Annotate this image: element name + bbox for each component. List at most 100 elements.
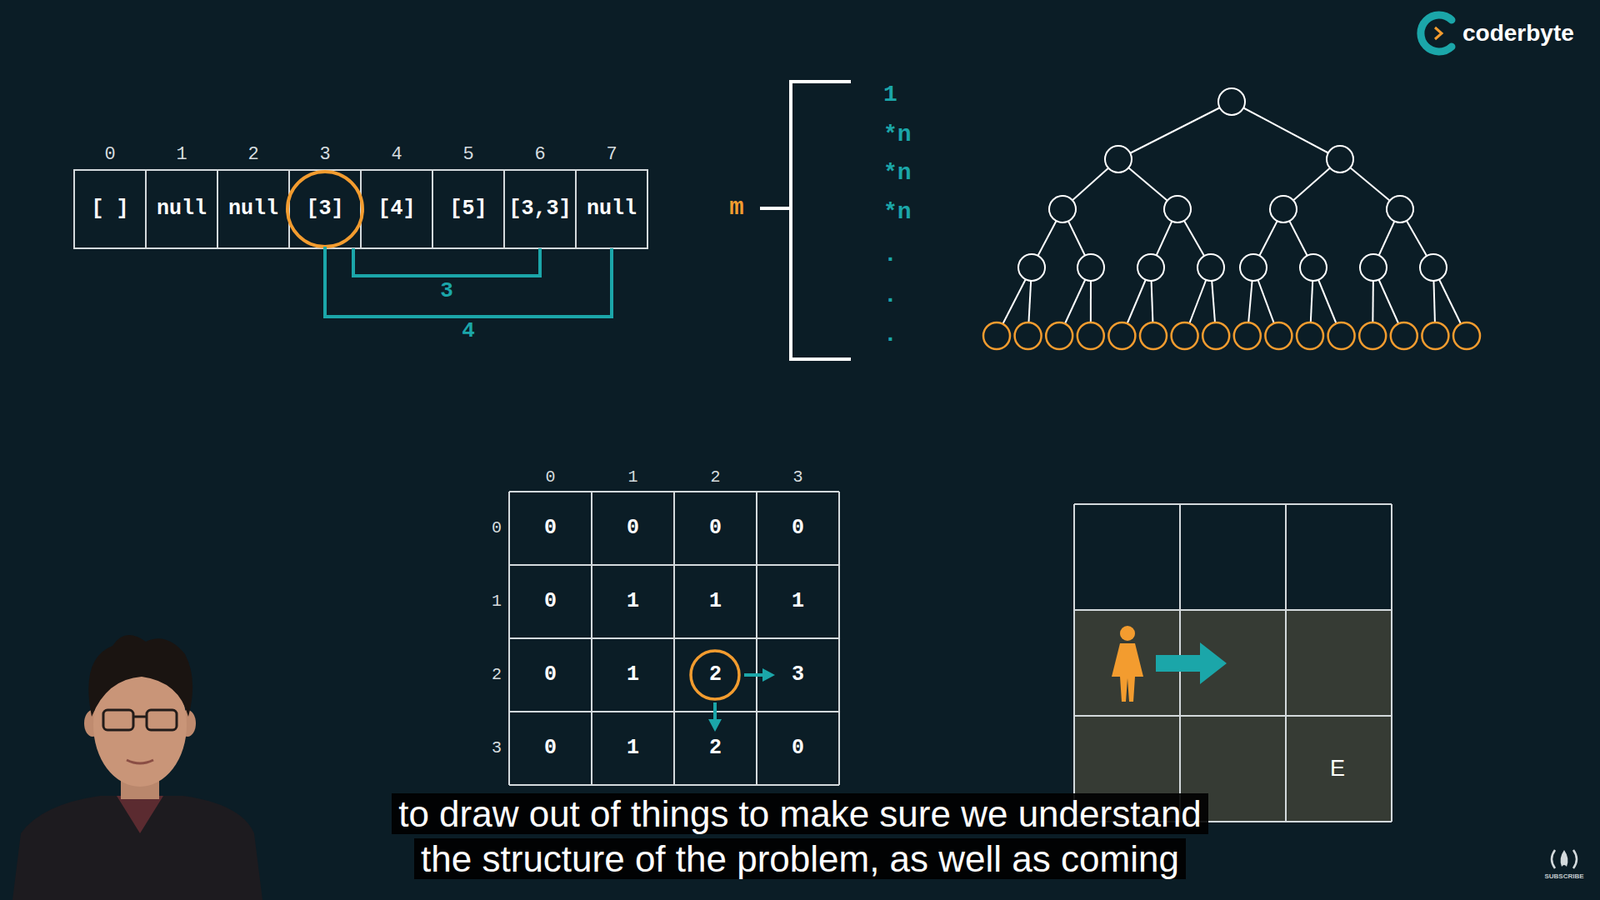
array-cell: null — [156, 197, 207, 221]
subtitle-bar: to draw out of things to make sure we un… — [383, 791, 1217, 882]
channel-logo — [1573, 850, 1577, 869]
array-cell: [3] — [305, 197, 344, 221]
leaf-node — [1108, 322, 1135, 350]
channel-logo — [1560, 850, 1569, 867]
table-cell: 0 — [544, 516, 557, 540]
brand-name: coderbyte — [1462, 20, 1575, 47]
index-number: 2 — [247, 145, 259, 165]
table-cell: 1 — [709, 590, 722, 614]
index-number: 4 — [390, 145, 402, 165]
table-cell: 2 — [709, 736, 722, 760]
presenter-hair — [88, 635, 193, 717]
highlight-circle — [287, 171, 363, 247]
table-cell: 0 — [626, 516, 640, 540]
tree-node — [1077, 254, 1105, 281]
leaf-node — [1359, 322, 1386, 350]
leaf-node — [1202, 322, 1230, 350]
array-cell-border — [360, 170, 433, 249]
leaf-node — [1015, 322, 1042, 350]
table-cell: 1 — [626, 590, 640, 614]
array-cell-border — [432, 170, 505, 249]
array-cell: [5] — [449, 197, 487, 221]
grid-line — [838, 491, 840, 785]
array-cell-border — [575, 170, 648, 249]
tree-edge — [1118, 101, 1232, 160]
leaf-node — [983, 322, 1010, 350]
table-cell: 1 — [791, 590, 805, 614]
variable-name: m — [729, 195, 744, 222]
table-cell: 0 — [791, 516, 805, 540]
distance-number: 4 — [461, 319, 475, 344]
index-number: 6 — [534, 145, 545, 165]
leaf-node — [1045, 322, 1073, 350]
presenter-jacket — [12, 795, 263, 900]
subtitle-text: to draw out of things to make sure we un… — [391, 793, 1209, 880]
arrow-head — [762, 668, 775, 682]
person-body — [1111, 643, 1144, 702]
grid-line — [1073, 504, 1075, 822]
tree-node — [1137, 254, 1165, 281]
tree-node — [1386, 195, 1414, 223]
tree-node — [1105, 145, 1132, 173]
table-cell: 0 — [544, 736, 557, 760]
arrow-head — [708, 719, 722, 732]
tree-node — [1326, 145, 1354, 173]
move-arrow — [1155, 642, 1227, 685]
table-cell: 0 — [791, 736, 805, 760]
tree-node — [1049, 195, 1076, 223]
arrow-shaft — [713, 702, 717, 722]
presenter-shirt — [116, 795, 164, 834]
leaf-node — [1140, 322, 1167, 350]
table-cell: 0 — [709, 516, 722, 540]
array-cell-border — [74, 170, 146, 249]
leaf-node — [1077, 322, 1105, 350]
column-index: 3 — [792, 468, 803, 487]
table-cell: 2 — [709, 663, 722, 687]
height-bracket — [790, 81, 851, 360]
array-cell-border — [145, 170, 218, 249]
logo-chevron — [1435, 27, 1442, 40]
grid-line — [509, 637, 840, 640]
index-number: 3 — [319, 145, 330, 165]
grid-line — [509, 710, 840, 713]
tree-node — [1018, 254, 1045, 281]
tree-node — [1300, 254, 1327, 281]
factor-term: *n — [883, 122, 912, 149]
grid-line — [1074, 609, 1392, 611]
factor-term: 1 — [883, 82, 898, 109]
bracket-tick — [760, 206, 791, 210]
table-cell: 1 — [626, 663, 640, 687]
channel-logo — [1551, 850, 1555, 869]
tree-node — [1164, 195, 1191, 223]
row-index: 1 — [491, 592, 502, 611]
walkable-region — [1074, 610, 1392, 822]
factor-term: . — [883, 242, 898, 269]
column-index: 0 — [545, 468, 555, 487]
grid-line — [1285, 504, 1287, 822]
table-cell: 0 — [544, 663, 557, 687]
index-number: 7 — [605, 145, 617, 165]
tree-node — [1270, 195, 1297, 223]
column-index: 2 — [710, 468, 720, 487]
highlight-circle — [690, 650, 740, 700]
tree-node — [1420, 254, 1447, 281]
tree-node — [1218, 88, 1245, 115]
array-cell: [ ] — [90, 197, 129, 221]
distance-number: 3 — [440, 279, 454, 304]
array-cell-border — [217, 170, 290, 249]
leaf-node — [1390, 322, 1418, 350]
leaf-node — [1328, 322, 1355, 350]
table-cell: 3 — [791, 663, 805, 687]
array-cell-border — [504, 170, 576, 249]
person-head — [1120, 625, 1135, 641]
row-index: 3 — [491, 739, 502, 758]
leaf-node — [1265, 322, 1292, 350]
table-cell: 1 — [626, 736, 640, 760]
grid-line — [1074, 503, 1392, 505]
presenter-glasses — [133, 715, 147, 719]
factor-term: . — [883, 322, 898, 349]
tree-edge — [1231, 101, 1340, 160]
factor-term: *n — [883, 160, 912, 187]
end-marker: E — [1330, 756, 1345, 782]
